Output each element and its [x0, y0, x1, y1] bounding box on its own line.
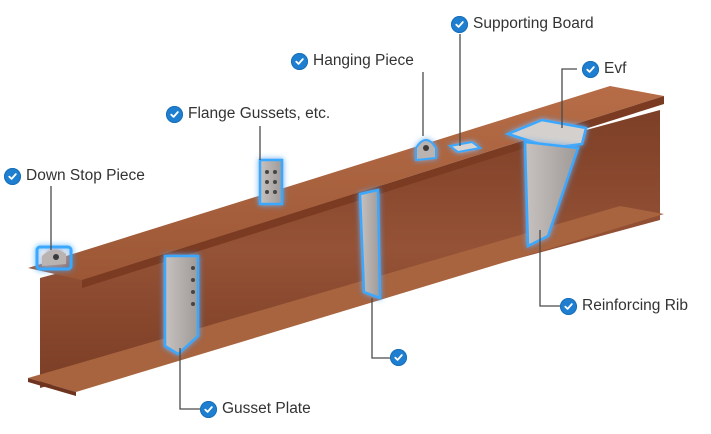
label-text: Supporting Board — [473, 15, 594, 32]
label-supporting-board: Supporting Board — [451, 15, 594, 33]
label-text: Hanging Piece — [313, 52, 414, 69]
reinforcing-rib — [523, 140, 580, 248]
check-circle-icon — [291, 52, 308, 70]
label-hanging-piece: Hanging Piece — [291, 52, 414, 70]
label-text: Evf — [604, 60, 627, 77]
web-plate — [358, 188, 382, 300]
label-down-stop-piece: Down Stop Piece — [4, 167, 145, 185]
flange-gussets — [258, 158, 284, 206]
leader-web-plate — [371, 298, 390, 359]
label-text: Flange Gussets, etc. — [188, 105, 331, 122]
check-circle-icon — [4, 167, 21, 185]
leader-reinforcing-rib — [539, 230, 560, 307]
check-circle-icon — [390, 349, 407, 366]
supporting-board — [447, 140, 483, 154]
label-text: Gusset Plate — [222, 400, 311, 417]
check-circle-icon — [451, 15, 468, 33]
leader-gusset-plate — [179, 348, 200, 410]
label-reinforcing-rib: Reinforcing Rib — [560, 297, 688, 315]
down-stop-piece — [35, 245, 73, 271]
label-flange-gussets: Flange Gussets, etc. — [166, 105, 330, 123]
hanging-piece — [415, 139, 437, 162]
label-text: Down Stop Piece — [26, 167, 145, 184]
label-web-plate — [390, 349, 412, 366]
beam-top-flange — [28, 86, 664, 280]
beam-bottom-flange-edge — [28, 378, 76, 396]
check-circle-icon — [582, 60, 599, 78]
gusset-plate — [163, 254, 200, 356]
leader-evf — [561, 68, 577, 128]
label-gusset-plate: Gusset Plate — [200, 400, 311, 418]
check-circle-icon — [200, 400, 217, 418]
label-evf: Evf — [582, 60, 626, 78]
check-circle-icon — [560, 297, 577, 315]
label-text: Reinforcing Rib — [582, 297, 688, 314]
check-circle-icon — [166, 105, 183, 123]
